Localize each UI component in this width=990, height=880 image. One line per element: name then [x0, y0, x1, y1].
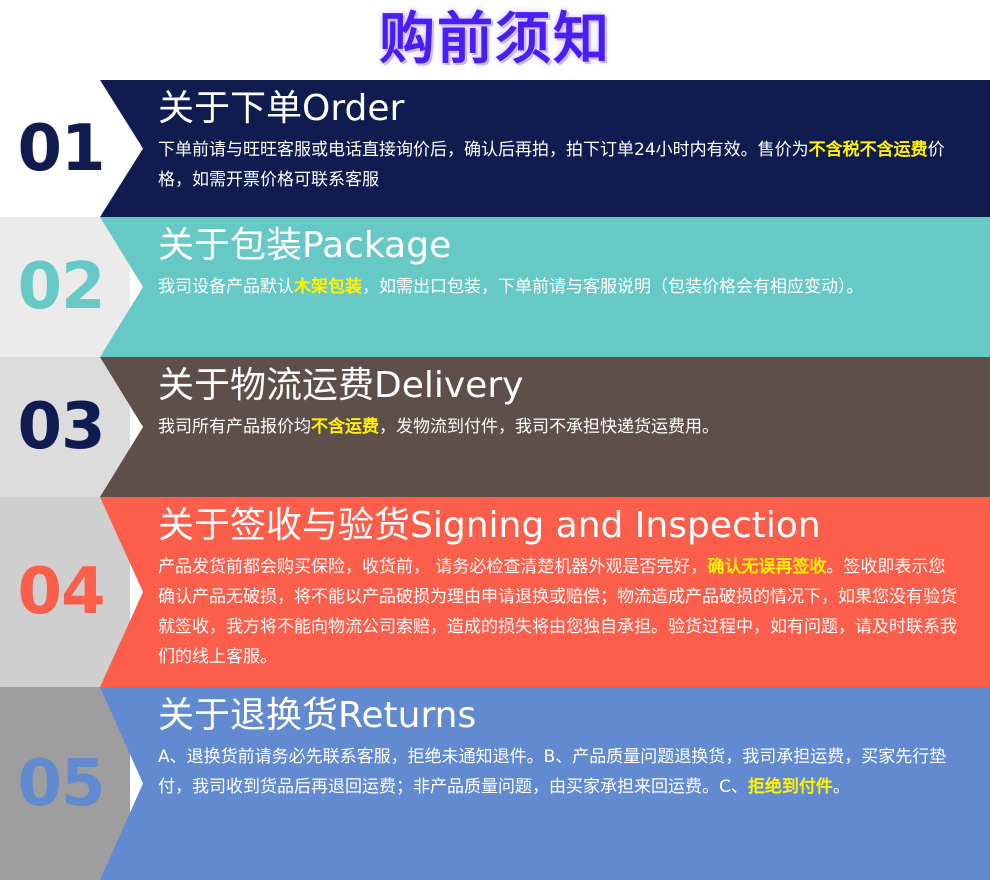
section-content-panel: [100, 357, 990, 497]
section-number-panel: 04: [0, 497, 130, 687]
section-body: 我司设备产品默认木架包装，如需出口包装，下单前请与客服说明（包装价格会有相应变动…: [158, 272, 958, 302]
highlighted-text: 不含税不含运费: [808, 140, 928, 160]
highlighted-text: 拒绝到付件: [747, 777, 833, 797]
section-body-text: 产品发货前都会购买保险，收货前， 请务必检查清楚机器外观是否完好，: [158, 557, 708, 577]
section-body-text: 下单前请与旺旺客服或电话直接询价后，确认后再拍，拍下订单24小时内有效。售价为: [158, 140, 809, 160]
section-body: A、退换货前请务必先联系客服，拒绝未通知退件。B、产品质量问题退换货，我司承担运…: [158, 742, 958, 802]
section-body-text: ，发物流到付件，我司不承担快递货运费用。: [379, 417, 719, 437]
section-body-text: 。: [832, 777, 850, 797]
section-number: 02: [17, 250, 105, 324]
section-number-panel: 05: [0, 687, 130, 880]
section-content-panel: [100, 497, 990, 687]
section-content-panel: [100, 687, 990, 880]
section-number: 05: [17, 746, 105, 821]
section-body-text: A、退换货前请务必先联系客服，拒绝未通知退件。B、产品质量问题退换货，我司承担运…: [158, 747, 947, 797]
section-content-panel: [100, 217, 990, 357]
section-body: 我司所有产品报价均不含运费，发物流到付件，我司不承担快递货运费用。: [158, 412, 958, 442]
section-body-text: 我司所有产品报价均: [158, 417, 311, 437]
section-body-text: 。签收即表示您确认产品无破损，将不能以产品破损为理由申请退换或赔偿；物流造成产品…: [158, 557, 957, 667]
section-heading: 关于物流运费Delivery: [158, 365, 524, 406]
section-number-panel: 02: [0, 217, 130, 357]
highlighted-text: 确认无误再签收: [707, 557, 827, 577]
section-package: 02 关于包装Package 我司设备产品默认木架包装，如需出口包装，下单前请与…: [0, 217, 990, 357]
section-order: 01 关于下单Order 下单前请与旺旺客服或电话直接询价后，确认后再拍，拍下订…: [0, 80, 990, 217]
page-title: 购前须知: [379, 7, 611, 72]
section-body-text: 价格，如需开票价格可联系客服: [158, 140, 945, 190]
section-delivery: 03 关于物流运费Delivery 我司所有产品报价均不含运费，发物流到付件，我…: [0, 357, 990, 497]
section-number-panel: 03: [0, 357, 130, 497]
section-number-panel: 01: [0, 80, 130, 217]
section-heading: 关于退换货Returns: [158, 695, 477, 736]
section-heading: 关于签收与验货Signing and Inspection: [158, 505, 821, 546]
section-number: 01: [17, 111, 105, 186]
section-body: 产品发货前都会购买保险，收货前， 请务必检查清楚机器外观是否完好，确认无误再签收…: [158, 552, 958, 672]
section-body-text: 我司设备产品默认: [158, 277, 294, 297]
section-number: 03: [17, 390, 105, 464]
highlighted-text: 不含运费: [311, 417, 379, 437]
section-content-panel: [100, 80, 990, 217]
section-heading: 关于下单Order: [158, 88, 405, 129]
section-body: 下单前请与旺旺客服或电话直接询价后，确认后再拍，拍下订单24小时内有效。售价为不…: [158, 135, 958, 195]
section-returns: 05 关于退换货Returns A、退换货前请务必先联系客服，拒绝未通知退件。B…: [0, 687, 990, 880]
section-signing-inspection: 04 关于签收与验货Signing and Inspection 产品发货前都会…: [0, 497, 990, 687]
section-number: 04: [17, 555, 105, 629]
section-heading: 关于包装Package: [158, 225, 452, 266]
highlighted-text: 木架包装: [294, 277, 362, 297]
section-body-text: ，如需出口包装，下单前请与客服说明（包装价格会有相应变动）。: [362, 277, 864, 297]
